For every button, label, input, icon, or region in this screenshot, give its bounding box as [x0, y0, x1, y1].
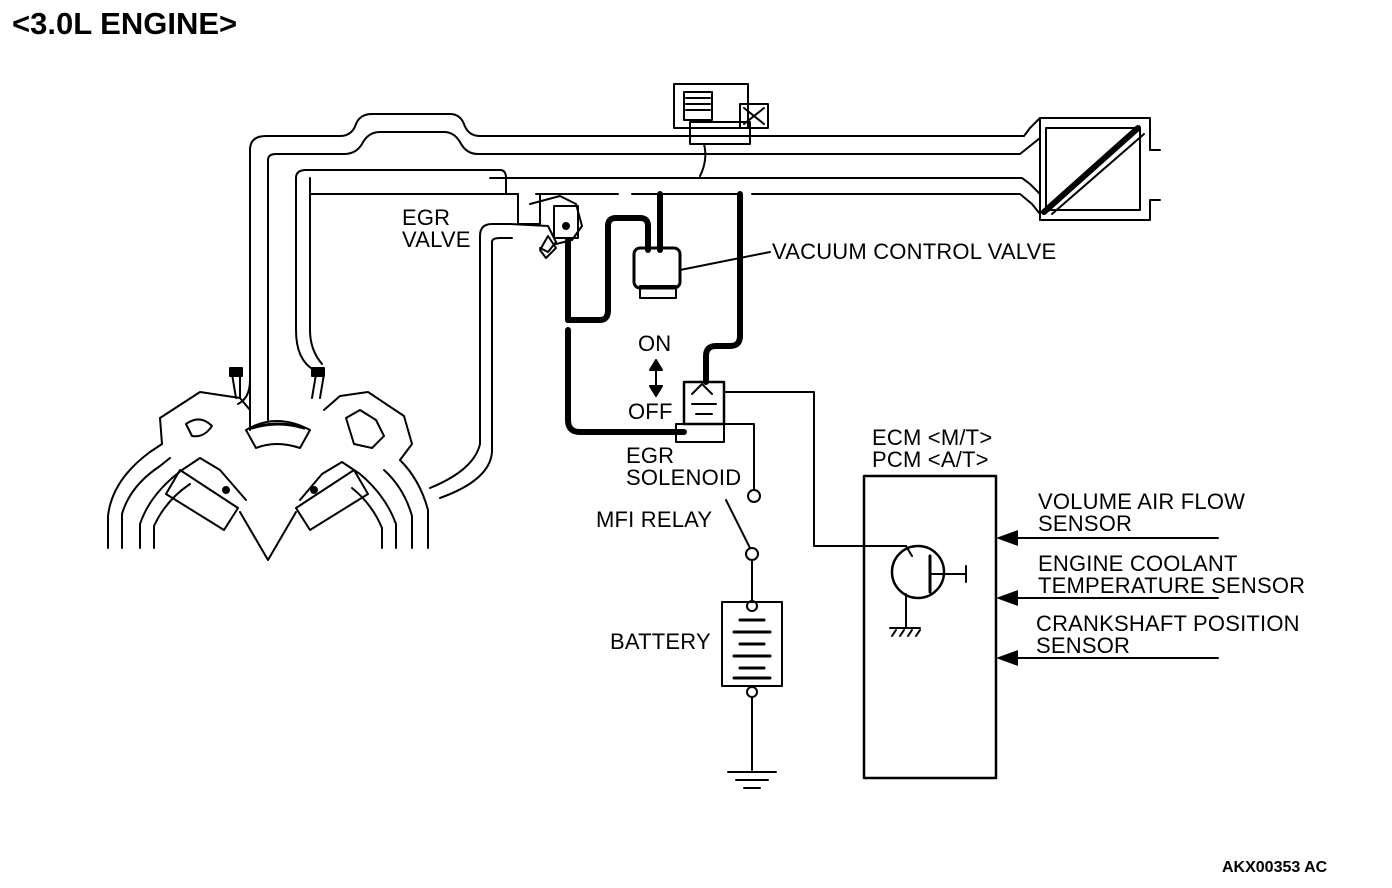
intake-plenum — [249, 113, 1047, 431]
egr-valve — [509, 193, 583, 259]
pcm-label: PCM <A/T> — [872, 447, 989, 472]
crankshaft-label-line1: CRANKSHAFT POSITION — [1036, 611, 1300, 636]
intake-runners — [237, 169, 507, 405]
battery — [721, 600, 783, 789]
volume-air-flow-label-line1: VOLUME AIR FLOW — [1038, 489, 1246, 514]
egr-solenoid-label-line2: SOLENOID — [626, 465, 742, 490]
egr-solenoid — [675, 380, 907, 547]
vacuum-control-valve-label: VACUUM CONTROL VALVE — [772, 239, 1057, 264]
top-actuator — [673, 83, 769, 177]
vacuum-control-valve — [632, 246, 771, 299]
engine-coolant-label-line1: ENGINE COOLANT — [1038, 551, 1238, 576]
off-label: OFF — [628, 399, 673, 424]
ecm-label: ECM <M/T> — [872, 425, 993, 450]
mfi-relay-label: MFI RELAY — [596, 507, 713, 532]
ecm-pcm-box — [862, 474, 998, 780]
volume-air-flow-label-line2: SENSOR — [1038, 511, 1133, 536]
sensor-inputs — [1009, 537, 1219, 659]
figure-code: AKX00353 AC — [1222, 859, 1328, 876]
crankshaft-label-line2: SENSOR — [1036, 633, 1131, 658]
page-title: <3.0L ENGINE> — [12, 6, 238, 41]
engine-coolant-label-line2: TEMPERATURE SENSOR — [1038, 573, 1306, 598]
battery-label: BATTERY — [610, 629, 711, 654]
on-off-arrow — [649, 359, 663, 397]
on-label: ON — [638, 331, 672, 356]
egr-pipe — [429, 223, 513, 499]
sensor-arrowheads — [996, 530, 1018, 666]
egr-valve-label-line1: EGR — [402, 205, 451, 230]
throttle-body — [1039, 117, 1161, 221]
egr-valve-label-line2: VALVE — [402, 227, 471, 252]
relay-circuit — [723, 423, 761, 601]
vacuum-hoses — [565, 191, 743, 435]
egr-solenoid-label-line1: EGR — [626, 443, 675, 468]
engine-block — [107, 367, 429, 561]
